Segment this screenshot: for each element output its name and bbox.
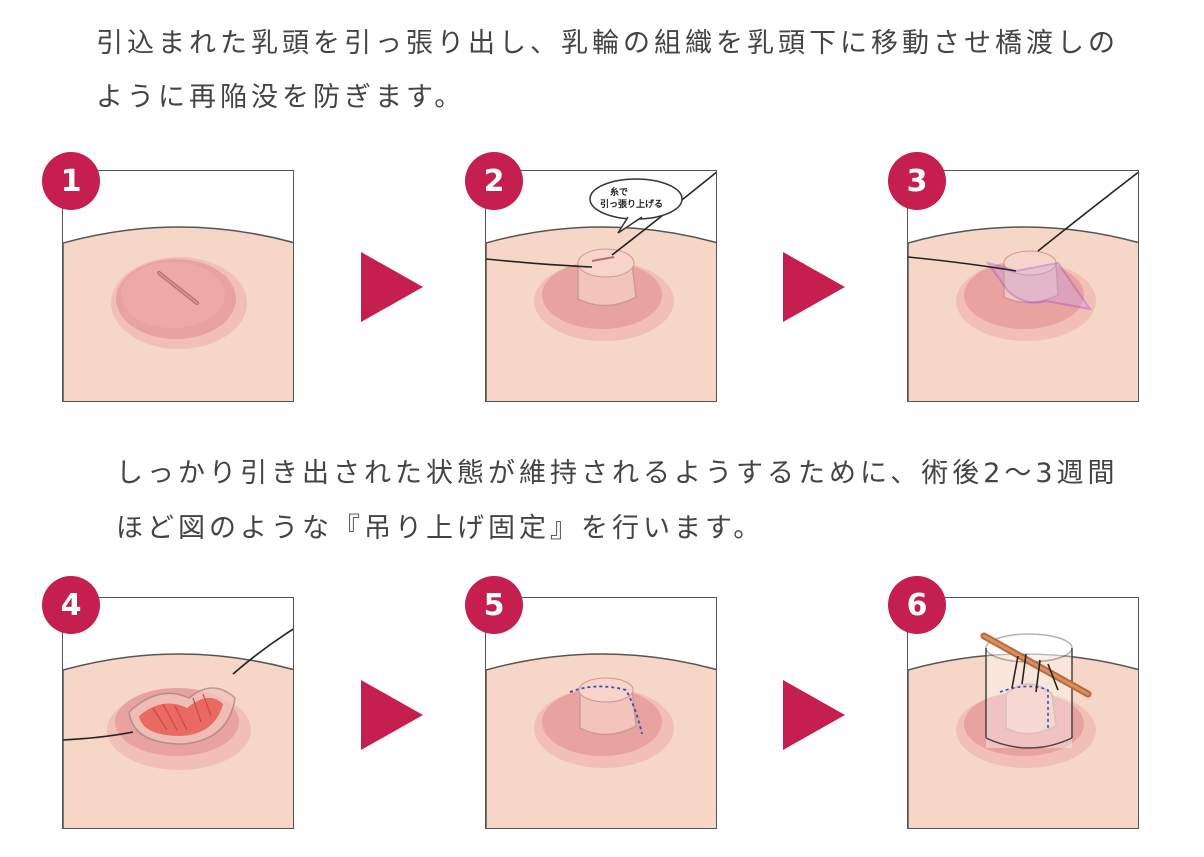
callout-line-1: 糸で [610, 186, 628, 198]
triangle-right-icon [783, 680, 845, 750]
step-badge-6: 6 [888, 576, 946, 634]
step-panel-2: 糸で 引っ張り上げる [485, 170, 717, 402]
step-badge-2: 2 [465, 152, 523, 210]
step-badge-5: 5 [465, 576, 523, 634]
middle-line-2: ほど図のような『吊り上げ固定』を行います。 [116, 513, 765, 544]
step-panel-5 [485, 597, 717, 829]
step-3-illustration [908, 171, 1138, 401]
step-5-illustration [486, 653, 716, 828]
step-panel-3 [907, 170, 1139, 402]
step-panel-6 [907, 597, 1139, 829]
step-2-illustration: 糸で 引っ張り上げる [486, 171, 716, 401]
step-6-illustration [908, 632, 1138, 828]
callout-line-2: 引っ張り上げる [600, 198, 663, 210]
triangle-right-icon [361, 252, 423, 322]
step-badge-3: 3 [888, 152, 946, 210]
step-panel-4 [62, 597, 294, 829]
intro-line-2: ように再陥没を防ぎます。 [96, 82, 466, 113]
intro-line-1: 引込まれた乳頭を引っ張り出し、乳輪の組織を乳頭下に移動させ橋渡しの [96, 28, 1119, 59]
middle-line-1: しっかり引き出された状態が維持されるようするために、術後2～3週間 [116, 458, 1119, 489]
step-4-illustration [63, 628, 293, 828]
triangle-right-icon [361, 680, 423, 750]
step-badge-4: 4 [42, 576, 100, 634]
step-panel-1 [62, 170, 294, 402]
step-badge-1: 1 [42, 152, 100, 210]
triangle-right-icon [783, 252, 845, 322]
step-1-illustration [63, 226, 293, 401]
